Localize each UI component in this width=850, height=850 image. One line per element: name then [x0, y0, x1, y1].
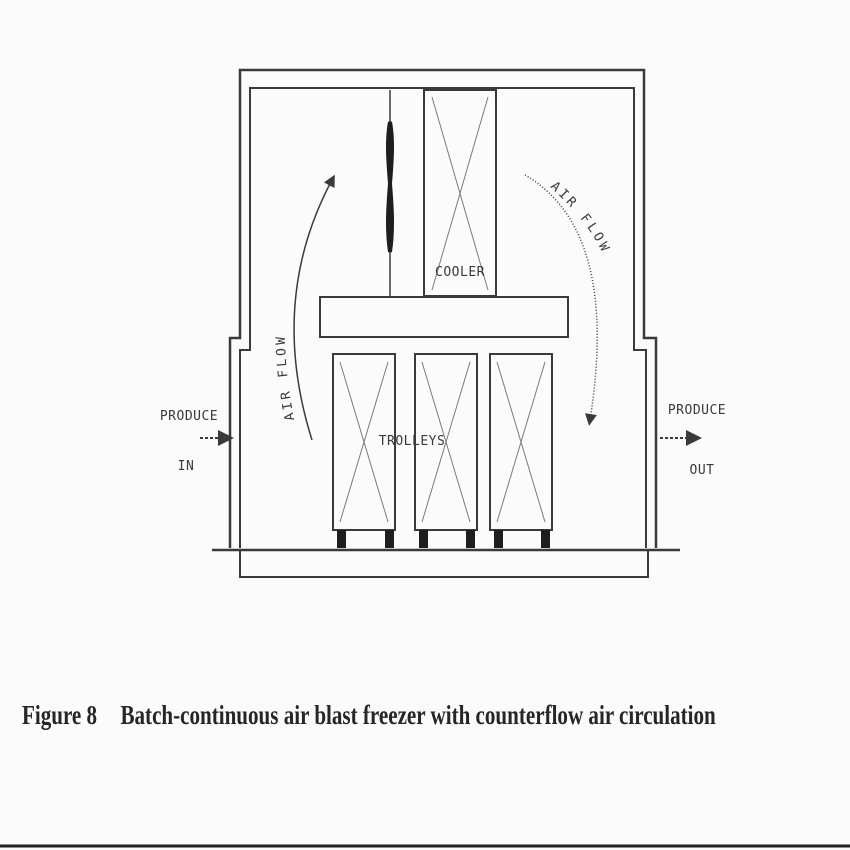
- produce-out-label-2: OUT: [690, 463, 715, 478]
- figure-caption: Figure 8 Batch-continuous air blast freez…: [22, 700, 716, 731]
- cooler-unit: COOLER: [423, 89, 497, 297]
- trolley-2: [414, 353, 478, 548]
- produce-out: PRODUCE OUT: [660, 403, 726, 478]
- trolley-wheel: [466, 530, 475, 548]
- produce-out-label: PRODUCE: [668, 403, 726, 418]
- trolley-1: [332, 353, 396, 548]
- trolley-wheel: [419, 530, 428, 548]
- figure-number: Figure 8: [22, 700, 98, 730]
- trolley-wheel: [385, 530, 394, 548]
- trolley-wheel: [337, 530, 346, 548]
- freezer-enclosure: [228, 68, 658, 548]
- trolley-3: [489, 353, 553, 548]
- inner-wall: [239, 87, 647, 548]
- airflow-arrow-left: AIR FLOW: [274, 174, 335, 441]
- fan-blade-icon: [386, 90, 394, 296]
- cooler-label: COOLER: [435, 265, 485, 280]
- baffle-plate: [319, 296, 569, 338]
- caption-text: Batch-continuous air blast freezer with …: [120, 700, 716, 730]
- airflow-label-right: AIR FLOW: [547, 179, 613, 257]
- trolley-wheel: [494, 530, 503, 548]
- produce-in-label: PRODUCE: [160, 409, 218, 424]
- produce-in: PRODUCE IN: [160, 409, 234, 474]
- outer-wall: [228, 68, 658, 548]
- produce-in-label-2: IN: [178, 459, 195, 474]
- freezer-floor: [212, 548, 680, 578]
- trolley-wheel: [541, 530, 550, 548]
- trolleys-label: TROLLEYS: [379, 434, 446, 449]
